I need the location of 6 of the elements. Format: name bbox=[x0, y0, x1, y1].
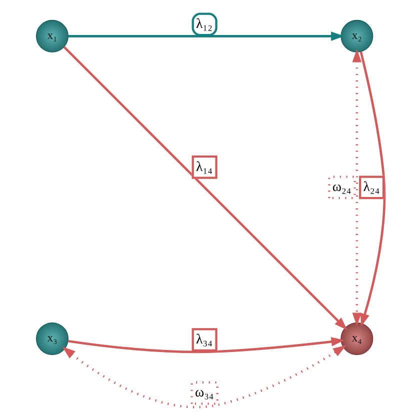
edge-label: λ₁₂ bbox=[196, 16, 212, 32]
edge-label: ω₂₄ bbox=[332, 179, 351, 194]
edge-label: ω₃₄ bbox=[194, 384, 214, 400]
edge-label: λ₂₄ bbox=[362, 179, 380, 194]
edge-label: λ₃₄ bbox=[196, 331, 212, 346]
edge-label: λ₁₄ bbox=[196, 158, 212, 174]
